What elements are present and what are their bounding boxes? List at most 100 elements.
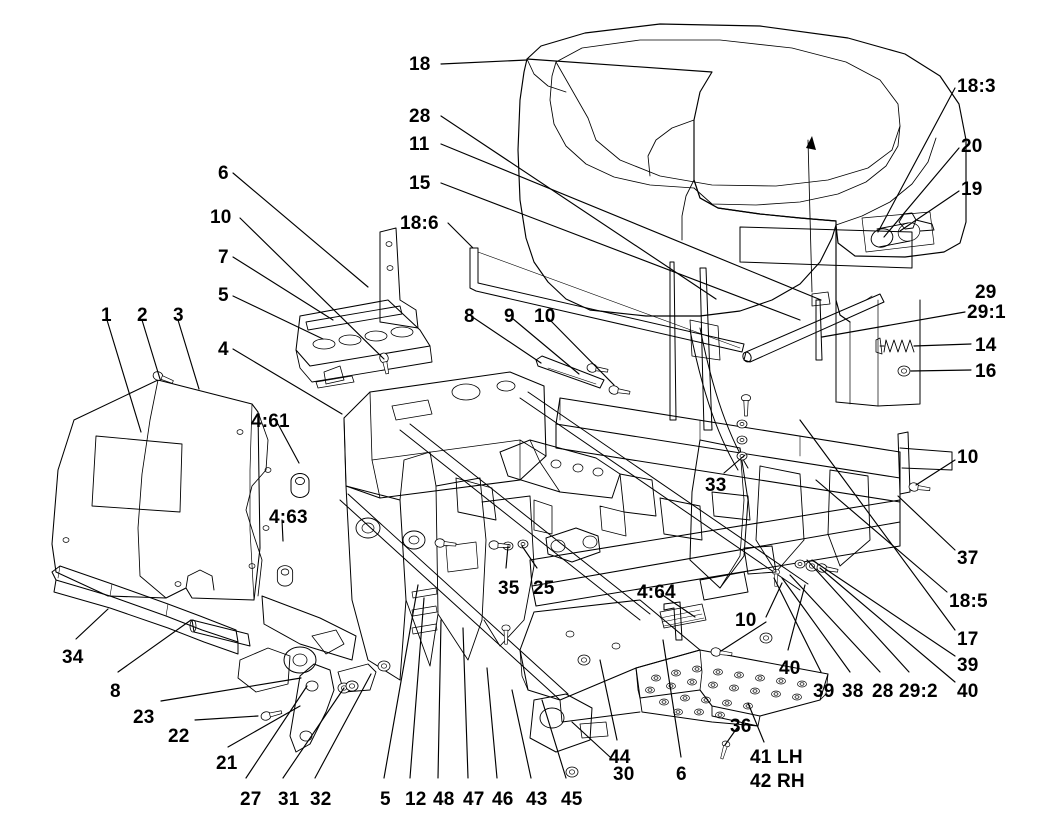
- part-callout-10[interactable]: 10: [210, 207, 232, 228]
- front-bar-18-6: [469, 247, 745, 353]
- part-callout-5[interactable]: 5: [380, 789, 391, 810]
- upper-bracket-assembly: [295, 227, 433, 389]
- front-axle-area: [237, 595, 357, 693]
- part-callout-18-3[interactable]: 18:3: [957, 76, 996, 97]
- part-callout-8[interactable]: 8: [464, 306, 475, 327]
- part-callout-45[interactable]: 45: [561, 789, 583, 810]
- part-callout-18-5[interactable]: 18:5: [949, 591, 988, 612]
- part-callout-29-2[interactable]: 29:2: [899, 681, 938, 702]
- part-callout-34[interactable]: 34: [62, 647, 84, 668]
- leader-line-44: [599, 659, 618, 741]
- part-callout-16[interactable]: 16: [975, 361, 997, 382]
- leader-line-12: [409, 597, 425, 779]
- part-callout-33[interactable]: 33: [705, 475, 727, 496]
- leader-line-39: [811, 559, 956, 657]
- part-callout-46[interactable]: 46: [492, 789, 514, 810]
- part-callout-8[interactable]: 8: [110, 681, 121, 702]
- part-callout-31[interactable]: 31: [278, 789, 300, 810]
- center-bar-9: [535, 355, 605, 389]
- part-callout-29-1[interactable]: 29:1: [967, 302, 1006, 323]
- part-callout-27[interactable]: 27: [240, 789, 262, 810]
- part-callout-20[interactable]: 20: [961, 136, 983, 157]
- part-callout-12[interactable]: 12: [405, 789, 427, 810]
- part-callout-36[interactable]: 36: [730, 716, 752, 737]
- leader-line-18-5: [815, 479, 948, 593]
- leader-line-19: [899, 190, 960, 232]
- part-callout-42-RH[interactable]: 42 RH: [750, 771, 805, 792]
- leader-line-21: [227, 705, 301, 748]
- part-callout-4-61[interactable]: 4:61: [251, 411, 290, 432]
- part-callout-7[interactable]: 7: [218, 247, 229, 268]
- part-callout-10[interactable]: 10: [735, 610, 757, 631]
- rear-housing-30: [529, 693, 609, 753]
- leader-line-37: [897, 495, 956, 551]
- part-callout-15[interactable]: 15: [409, 173, 431, 194]
- part-callout-39[interactable]: 39: [957, 655, 979, 676]
- leader-line-7: [232, 256, 334, 321]
- part-callout-9[interactable]: 9: [504, 306, 515, 327]
- leader-line-4-64: [660, 593, 696, 618]
- part-callout-4-64[interactable]: 4:64: [637, 582, 676, 603]
- part-callout-29[interactable]: 29: [975, 282, 997, 303]
- part-callout-3[interactable]: 3: [173, 305, 184, 326]
- part-callout-19[interactable]: 19: [961, 179, 983, 200]
- part-callout-6[interactable]: 6: [218, 163, 229, 184]
- part-callout-23[interactable]: 23: [133, 707, 155, 728]
- part-callout-38[interactable]: 38: [842, 681, 864, 702]
- part-callout-40[interactable]: 40: [779, 658, 801, 679]
- leader-line-29-1: [821, 311, 966, 338]
- part-callout-18[interactable]: 18: [409, 54, 431, 75]
- part-callout-14[interactable]: 14: [975, 335, 997, 356]
- part-callout-35[interactable]: 35: [498, 578, 520, 599]
- part-callout-1[interactable]: 1: [101, 305, 112, 326]
- leader-line-10: [765, 582, 783, 618]
- part-callout-30[interactable]: 30: [613, 764, 635, 785]
- frame-diagonals: [339, 391, 809, 701]
- leader-line-8: [117, 619, 192, 673]
- part-callout-5[interactable]: 5: [218, 285, 229, 306]
- part-callout-48[interactable]: 48: [433, 789, 455, 810]
- part-callout-41-LH[interactable]: 41 LH: [750, 747, 803, 768]
- part-callout-18-6[interactable]: 18:6: [400, 213, 439, 234]
- part-callout-40[interactable]: 40: [957, 681, 979, 702]
- part-callout-43[interactable]: 43: [526, 789, 548, 810]
- part-callout-47[interactable]: 47: [463, 789, 485, 810]
- part-callout-28[interactable]: 28: [872, 681, 894, 702]
- part-callout-28[interactable]: 28: [409, 106, 431, 127]
- part-callout-22[interactable]: 22: [168, 726, 190, 747]
- leader-line-16: [910, 369, 972, 372]
- leader-line-1: [106, 319, 142, 433]
- leader-line-4-61: [277, 423, 300, 464]
- leader-line-6: [232, 172, 369, 288]
- part-callout-32[interactable]: 32: [310, 789, 332, 810]
- part-callout-4[interactable]: 4: [218, 339, 229, 360]
- right-rear-bracket: [897, 431, 953, 495]
- leader-line-35: [505, 545, 509, 569]
- leader-line-28: [789, 574, 881, 673]
- main-frame-lower-rail: [529, 499, 901, 607]
- leader-line-2: [141, 319, 161, 380]
- part-callout-25[interactable]: 25: [533, 578, 555, 599]
- part-callout-21[interactable]: 21: [216, 753, 238, 774]
- main-frame-right-rail: [555, 397, 901, 503]
- leader-line-10: [239, 217, 385, 360]
- part-callout-6[interactable]: 6: [676, 764, 687, 785]
- part-callout-10[interactable]: 10: [534, 306, 556, 327]
- part-callout-11[interactable]: 11: [409, 134, 430, 155]
- part-callout-37[interactable]: 37: [957, 548, 979, 569]
- leader-line-48: [437, 619, 442, 779]
- leader-line-23: [160, 677, 302, 702]
- part-callout-2[interactable]: 2: [137, 305, 148, 326]
- hood-support-posts: [669, 261, 831, 471]
- leader-line-27: [245, 685, 308, 779]
- leader-line-10: [547, 317, 615, 386]
- leader-line-5: [232, 295, 324, 340]
- part-callout-44[interactable]: 44: [609, 747, 631, 768]
- leader-line-c10b2: [720, 621, 767, 652]
- part-callout-39[interactable]: 39: [813, 681, 835, 702]
- part-callout-4-63[interactable]: 4:63: [269, 507, 308, 528]
- leader-line-41-LH: [747, 702, 765, 743]
- part-callout-10[interactable]: 10: [957, 447, 979, 468]
- part-callout-17[interactable]: 17: [957, 629, 979, 650]
